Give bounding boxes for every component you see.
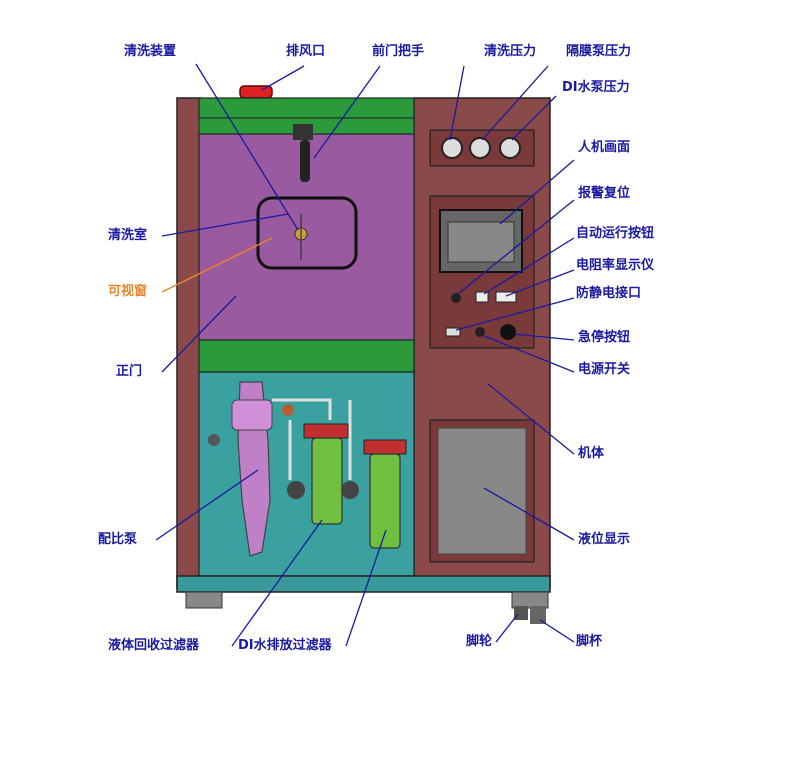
upper-trim xyxy=(198,97,415,119)
emergency-stop-button xyxy=(500,324,516,340)
label-level-indicator: 液位显示 xyxy=(578,532,631,547)
auto-run-button xyxy=(475,291,489,303)
label-resistivity-display: 电阻率显示仪 xyxy=(576,258,655,273)
label-leveling-foot: 脚杯 xyxy=(576,634,603,649)
label-front-door: 正门 xyxy=(116,364,143,379)
label-cleaning-pressure: 清洗压力 xyxy=(484,44,537,59)
antistatic-port xyxy=(445,327,461,337)
door-handle-grip xyxy=(300,140,310,182)
label-cleaning-chamber: 清洗室 xyxy=(108,228,148,243)
hmi-screen-display xyxy=(447,221,515,263)
leveling-foot xyxy=(530,606,546,624)
label-viewing-window: 可视窗 xyxy=(108,284,148,299)
resistivity-display xyxy=(495,291,517,303)
leader-viewing-window xyxy=(161,237,273,293)
label-di-water-drain-filter: DI水排放过滤器 xyxy=(238,638,332,653)
label-power-switch: 电源开关 xyxy=(578,362,631,377)
bay-wheel-2 xyxy=(341,481,359,499)
pump-head xyxy=(231,399,273,431)
level-indicator-panel xyxy=(437,427,527,555)
liquid-recovery-filter-cap xyxy=(303,423,349,439)
label-auto-run-button: 自动运行按钮 xyxy=(576,226,655,241)
label-di-water-pump-pressure: DI水泵压力 xyxy=(562,80,630,95)
di-water-drain-filter-cap xyxy=(363,439,407,455)
pump-valve-right xyxy=(282,404,294,416)
pump-valve-left xyxy=(208,434,220,446)
label-caster-wheel: 脚轮 xyxy=(466,634,493,649)
diaphragm-pump-pressure-gauge xyxy=(469,137,491,159)
piping xyxy=(272,398,352,480)
left-foot xyxy=(185,591,223,609)
power-switch xyxy=(475,327,485,337)
label-cleaning-device: 清洗装置 xyxy=(124,44,177,59)
label-liquid-recovery-filter: 液体回收过滤器 xyxy=(108,638,200,653)
liquid-recovery-filter xyxy=(311,437,343,525)
label-machine-body: 机体 xyxy=(578,446,605,461)
label-exhaust-port: 排风口 xyxy=(286,44,326,59)
leader-lines xyxy=(155,63,575,647)
label-emergency-stop: 急停按钮 xyxy=(578,330,631,345)
cabinet-base xyxy=(176,575,551,593)
label-proportioning-pump: 配比泵 xyxy=(98,532,138,547)
exhaust-port-knob xyxy=(239,85,273,99)
label-alarm-reset: 报警复位 xyxy=(578,186,631,201)
right-foot xyxy=(511,591,549,609)
cabinet-left-frame xyxy=(176,97,202,589)
bay-wheel-1 xyxy=(287,481,305,499)
label-diaphragm-pump-pressure: 隔膜泵压力 xyxy=(566,44,632,59)
label-front-door-handle: 前门把手 xyxy=(372,44,425,59)
lower-trim xyxy=(198,339,415,373)
label-antistatic-port: 防静电接口 xyxy=(576,286,642,301)
di-water-drain-filter xyxy=(369,453,401,549)
caster-wheel xyxy=(514,606,528,620)
alarm-reset-button xyxy=(451,293,461,303)
door-handle-bracket xyxy=(293,124,313,140)
di-water-pump-pressure-gauge xyxy=(499,137,521,159)
cleaning-pressure-gauge xyxy=(441,137,463,159)
label-hmi-screen: 人机画面 xyxy=(578,140,631,155)
